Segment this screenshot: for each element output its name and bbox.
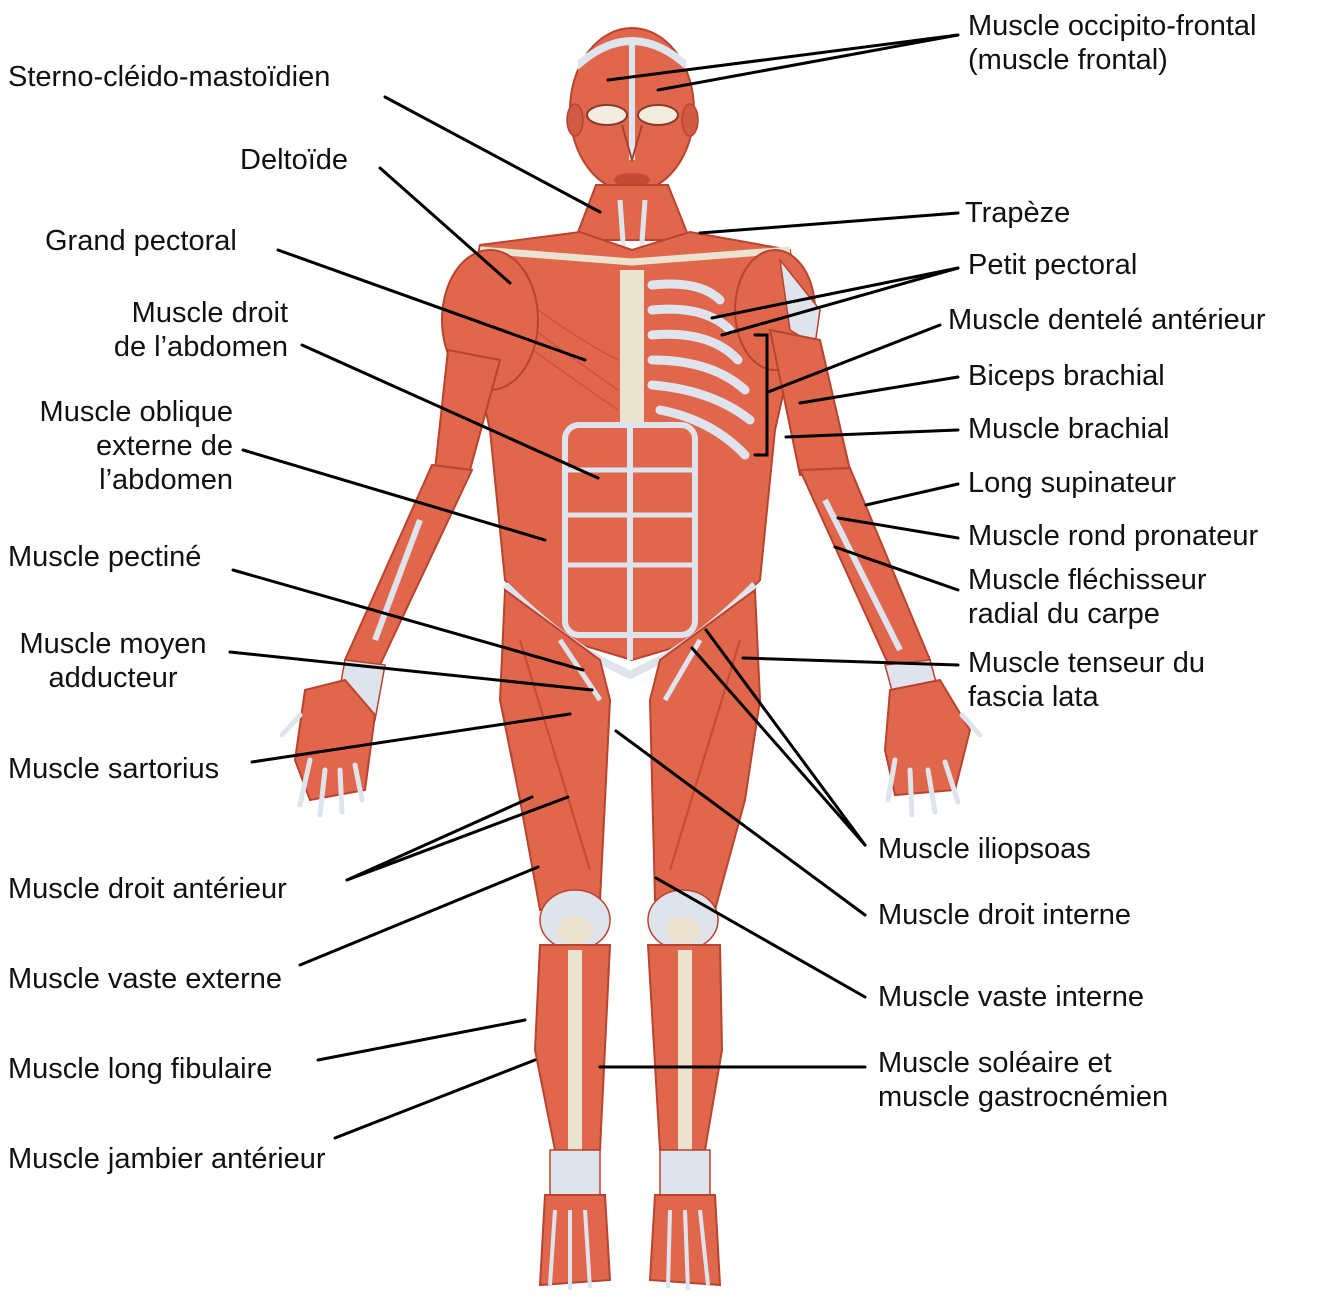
leader-deltoide (380, 168, 510, 283)
body-illustration (282, 28, 980, 1290)
label-sterno-cleido-mastoidien: Sterno-cléido-mastoïdien (8, 60, 330, 94)
label-muscle-rond-pronateur: Muscle rond pronateur (968, 519, 1258, 553)
left-leg (500, 590, 610, 1290)
label-muscle-droit-anterieur: Muscle droit antérieur (8, 872, 287, 906)
leader-droit-anterieur-a (347, 797, 532, 880)
label-biceps-brachial: Biceps brachial (968, 359, 1165, 393)
leader-trapeze (700, 213, 958, 233)
label-muscle-iliopsoas: Muscle iliopsoas (878, 832, 1091, 866)
leader-long-supinateur (866, 484, 958, 505)
leader-occipito-b (658, 35, 958, 90)
label-muscle-long-fibulaire: Muscle long fibulaire (8, 1052, 272, 1086)
leader-jambier (335, 1060, 535, 1138)
leader-long-fibulaire (318, 1020, 525, 1060)
label-muscle-pectine: Muscle pectiné (8, 540, 201, 574)
label-muscle-tenseur-fascia-lata: Muscle tenseur du fascia lata (968, 646, 1205, 714)
label-long-supinateur: Long supinateur (968, 466, 1176, 500)
label-muscle-vaste-externe: Muscle vaste externe (8, 962, 282, 996)
label-muscle-sartorius: Muscle sartorius (8, 752, 219, 786)
label-muscle-dentele-anterieur: Muscle dentelé antérieur (948, 303, 1266, 337)
label-muscle-occipito-frontal: Muscle occipito-frontal (muscle frontal) (968, 9, 1257, 77)
right-arm (735, 250, 980, 815)
label-trapeze: Trapèze (965, 196, 1070, 230)
label-muscle-moyen-adducteur: Muscle moyen adducteur (8, 627, 218, 695)
label-muscle-jambier-anterieur: Muscle jambier antérieur (8, 1142, 326, 1176)
label-muscle-droit-interne: Muscle droit interne (878, 898, 1131, 932)
label-grand-pectoral: Grand pectoral (45, 224, 237, 258)
label-muscle-soleaire-gastrocnemien: Muscle soléaire et muscle gastrocnémien (878, 1046, 1168, 1114)
head (567, 28, 698, 192)
label-muscle-flechisseur-radial: Muscle fléchisseur radial du carpe (968, 563, 1207, 631)
label-deltoide: Deltoïde (240, 143, 348, 177)
label-petit-pectoral: Petit pectoral (968, 248, 1137, 282)
label-muscle-droit-abdomen: Muscle droit de l’abdomen (78, 296, 288, 364)
right-leg (648, 590, 760, 1290)
label-muscle-brachial: Muscle brachial (968, 412, 1169, 446)
neck (575, 185, 690, 240)
label-muscle-oblique-externe: Muscle oblique externe de l’abdomen (8, 395, 233, 497)
leader-vaste-externe (300, 867, 538, 965)
label-muscle-vaste-interne: Muscle vaste interne (878, 980, 1144, 1014)
